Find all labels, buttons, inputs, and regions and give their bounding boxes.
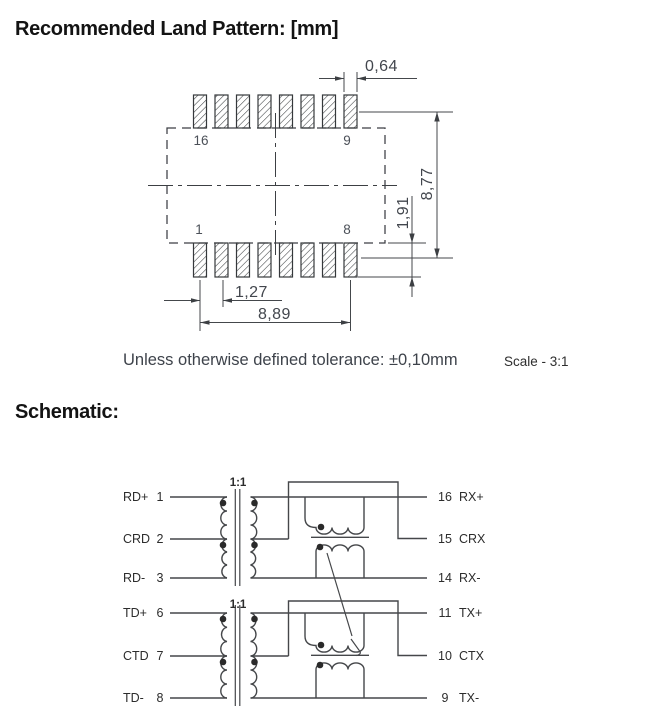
core-2 — [234, 605, 241, 706]
choke-top-1 — [304, 497, 365, 535]
tolerance-note: Unless otherwise defined tolerance: ±0,1… — [123, 351, 458, 369]
pin-15: 15 — [438, 532, 452, 546]
pin-3: 3 — [156, 571, 164, 585]
land-pattern-heading: Recommended Land Pattern: [mm] — [15, 18, 339, 40]
transformer-channel-1 — [170, 481, 427, 586]
center-tap-loop-1 — [287, 481, 427, 540]
pin-label-rx-minus: RX- — [459, 571, 481, 585]
top-pad-row — [192, 94, 358, 129]
primary-winding-2 — [220, 612, 228, 699]
turns-ratio-2: 1:1 — [229, 599, 247, 611]
pin-label-rd-minus: RD- — [123, 571, 146, 585]
choke-bottom-1 — [315, 544, 365, 578]
pad-number-1: 1 — [195, 222, 203, 237]
polarity-dots-1 — [219, 499, 325, 551]
center-tap-loop-2 — [287, 600, 427, 657]
pin-label-ctx: CTX — [459, 649, 484, 663]
pin-1: 1 — [156, 490, 164, 504]
pin-8: 8 — [156, 691, 164, 705]
pin-6: 6 — [156, 606, 164, 620]
secondary-winding-1 — [250, 496, 258, 579]
schematic-heading: Schematic: — [15, 401, 119, 423]
core-1 — [234, 489, 241, 586]
turns-ratio-1: 1:1 — [229, 477, 247, 489]
pin-16: 16 — [438, 490, 452, 504]
pin-label-rx-plus: RX+ — [459, 490, 484, 504]
pad-number-8: 8 — [343, 222, 351, 237]
pad-number-9: 9 — [343, 133, 351, 148]
dim-pad-length: 1,91 — [395, 196, 412, 230]
choke-coupling-slash — [326, 552, 361, 657]
pad-number-16: 16 — [193, 133, 209, 148]
pin-9: 9 — [441, 691, 449, 705]
pin-11: 11 — [438, 606, 452, 620]
choke-top-2 — [304, 613, 365, 653]
pin-7: 7 — [156, 649, 164, 663]
pin-label-crd: CRD — [123, 532, 151, 546]
bottom-pad-row — [192, 242, 358, 278]
pin-10: 10 — [438, 649, 452, 663]
pin-2: 2 — [156, 532, 164, 546]
dimension-arrowheads — [191, 76, 440, 325]
pin-label-tx-plus: TX+ — [459, 606, 483, 620]
schematic-drawing — [170, 481, 427, 706]
pin-label-tx-minus: TX- — [459, 691, 480, 705]
dim-outer-span: 8,77 — [419, 167, 436, 201]
pin-label-crx: CRX — [459, 532, 486, 546]
pin-label-td-minus: TD- — [123, 691, 144, 705]
pin-label-rd-plus: RD+ — [123, 490, 149, 504]
transformer-channel-2 — [170, 600, 427, 706]
dim-pad-width: 0,64 — [365, 58, 398, 75]
dimension-lines — [164, 72, 453, 331]
scale-note: Scale - 3:1 — [504, 354, 569, 369]
dim-row-span: 8,89 — [258, 306, 291, 323]
choke-bottom-2 — [315, 662, 365, 698]
center-lines — [148, 113, 397, 255]
polarity-dots-2 — [219, 615, 325, 669]
primary-winding-1 — [220, 496, 228, 579]
dim-pitch: 1,27 — [235, 284, 268, 301]
pin-label-ctd: CTD — [123, 649, 149, 663]
land-pattern-drawing — [148, 72, 453, 331]
pin-label-td-plus: TD+ — [123, 606, 147, 620]
pin-14: 14 — [438, 571, 452, 585]
